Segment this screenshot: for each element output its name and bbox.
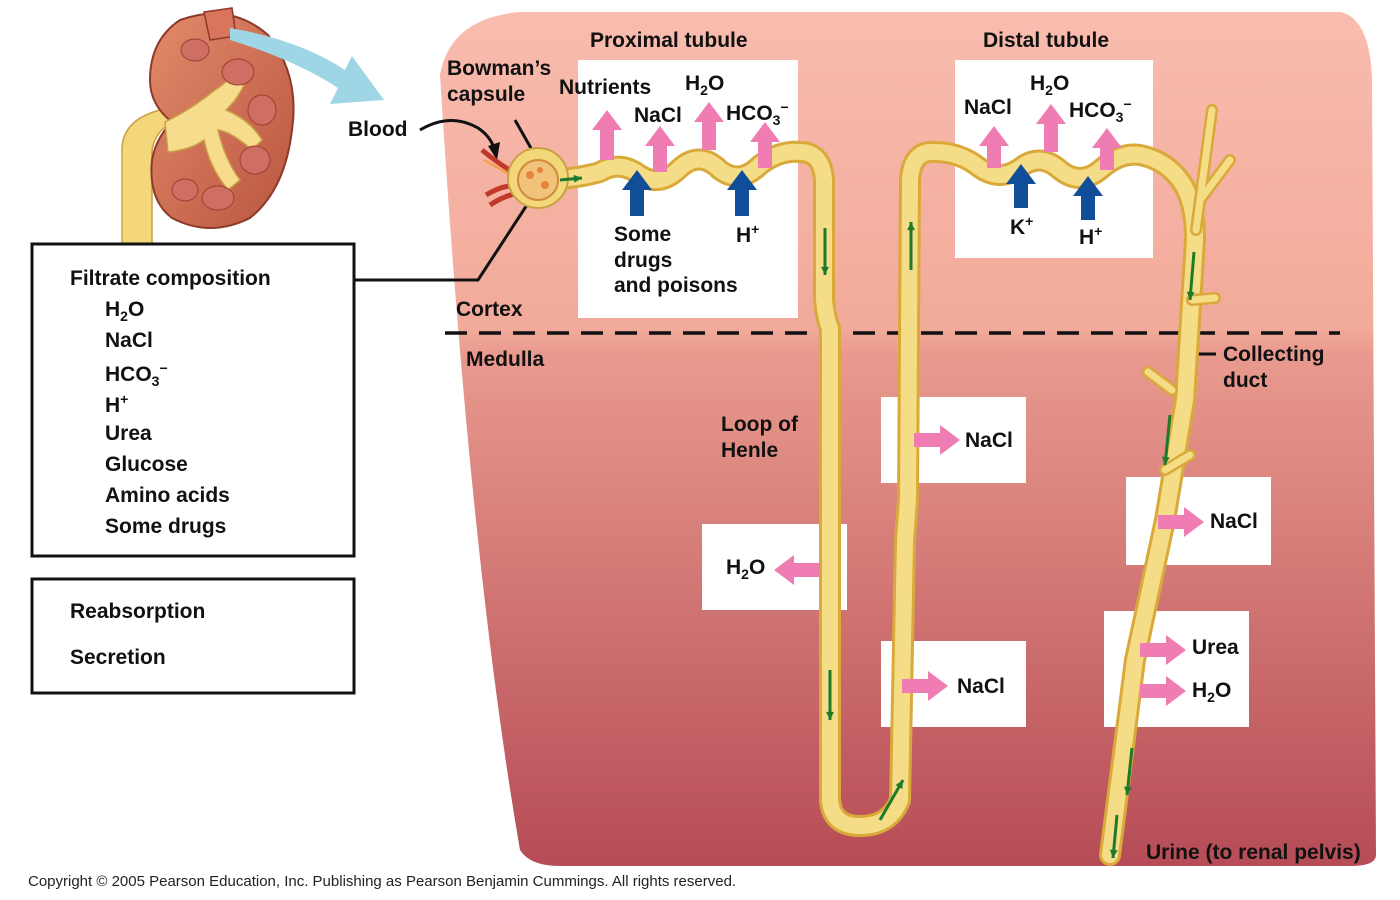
filtrate-title: Filtrate composition [70, 267, 271, 290]
reabsorption-arrow [1140, 635, 1186, 665]
legend-reabsorption-label: Reabsorption [70, 600, 206, 623]
filtrate-item-h: H+ [105, 391, 129, 417]
reabsorption-arrow [774, 555, 820, 585]
proximal-nacl-label: NaCl [634, 104, 682, 127]
kidney-illustration [121, 7, 295, 245]
proximal-hco3-label: HCO3− [726, 99, 789, 129]
ascending-nacl-bottom-label: NaCl [957, 675, 1005, 698]
flow-arrowhead [573, 174, 582, 183]
proximal-tubule-label: Proximal tubule [590, 29, 748, 52]
filtrate-item-nacl: NaCl [105, 329, 153, 352]
collecting-nacl-label: NaCl [1210, 510, 1258, 533]
proximal-h-label: H+ [736, 221, 760, 247]
secretion-arrow [1006, 164, 1036, 208]
reabsorption-arrow [1036, 104, 1066, 152]
filtrate-item: Some drugs [105, 515, 227, 538]
distal-h-label: H+ [1079, 223, 1103, 249]
collecting-urea-label: Urea [1192, 636, 1239, 659]
flow-arrowhead [907, 222, 915, 231]
legend-secretion-label: Secretion [70, 646, 166, 669]
nutrients-label: Nutrients [559, 76, 652, 99]
secretion-arrow [622, 170, 652, 216]
filtrate-item-h2o: H2O [105, 298, 145, 325]
loop-of-henle-label: Loop of Henle [721, 413, 798, 462]
blood-pointer [419, 118, 496, 149]
cortex-label: Cortex [456, 298, 523, 321]
secretion-arrow [1073, 176, 1103, 220]
reabsorption-arrow [750, 122, 780, 168]
flow-arrowhead [826, 711, 834, 720]
zoom-arrow [230, 28, 384, 104]
urine-label: Urine (to renal pelvis) [1146, 841, 1361, 864]
flow-arrowhead [895, 780, 903, 789]
flow-arrowhead [821, 266, 829, 275]
blood-label: Blood [348, 118, 408, 141]
distal-k-label: K+ [1010, 213, 1034, 239]
flow-arrowhead [1123, 786, 1132, 795]
reabsorption-arrow [979, 126, 1009, 168]
collecting-h2o-label: H2O [1192, 679, 1232, 706]
distal-h2o-label: H2O [1030, 72, 1070, 99]
flow-arrows [559, 174, 1196, 859]
distal-hco3-label: HCO3− [1069, 96, 1132, 126]
collecting-duct-label: Collecting duct [1223, 343, 1325, 392]
reabsorption-arrow [1092, 128, 1122, 170]
medulla-label: Medulla [466, 348, 545, 371]
reabsorption-arrow [1140, 676, 1186, 706]
proximal-h2o-label: H2O [685, 72, 725, 99]
filtrate-box [30, 242, 356, 558]
filtrate-item: Glucose [105, 453, 188, 476]
reabsorption-arrow [1158, 507, 1204, 537]
copyright-text: Copyright © 2005 Pearson Education, Inc.… [28, 873, 737, 890]
flow-arrowhead [1186, 291, 1195, 300]
distal-tubule-label: Distal tubule [983, 29, 1110, 52]
legend-box [30, 577, 356, 695]
flow-arrow [1163, 414, 1172, 466]
filtrate-item-hco3: HCO3− [105, 360, 168, 390]
reabsorption-arrow [592, 110, 622, 160]
reabsorption-arrow [914, 425, 960, 455]
filtrate-item: Amino acids [105, 484, 230, 507]
reabsorption-arrow [694, 102, 724, 150]
reabsorption-arrow [645, 126, 675, 172]
distal-nacl-label: NaCl [964, 96, 1012, 119]
proximal-panel [578, 60, 798, 318]
some-drugs-label: Some drugs and poisons [614, 223, 738, 298]
bowmans-capsule-label: Bowman’s capsule [447, 57, 552, 106]
filtrate-item: Urea [105, 422, 152, 445]
descending-h2o-label: H2O [726, 556, 766, 583]
reabsorption-arrow [902, 671, 948, 701]
flow-arrowhead [1109, 849, 1118, 858]
bowmans-capsule [480, 147, 569, 209]
flow-arrowhead [1161, 456, 1170, 465]
ascending-nacl-top-label: NaCl [965, 429, 1013, 452]
secretion-arrow [727, 170, 757, 216]
